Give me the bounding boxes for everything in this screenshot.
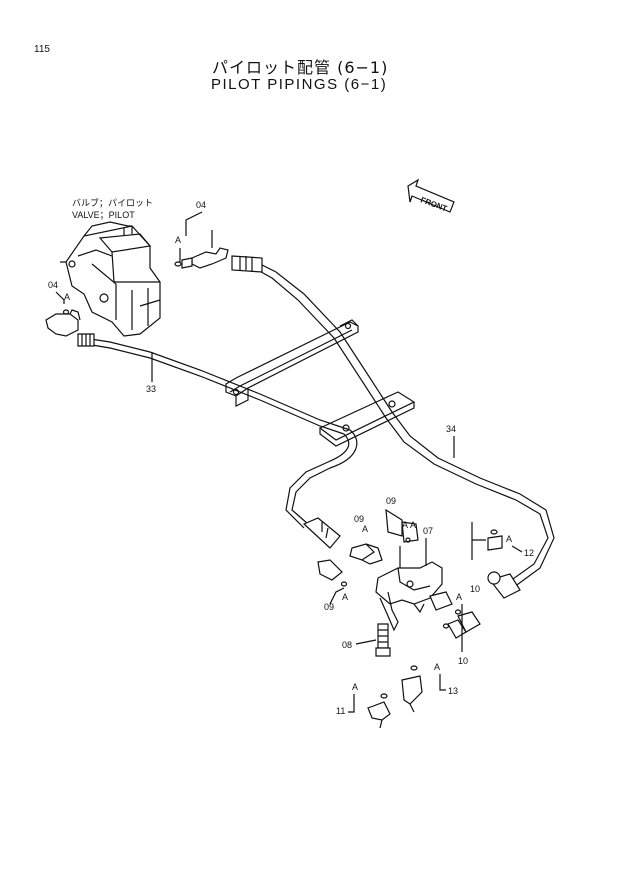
callout-08: 08 [342, 640, 352, 650]
callout-10-top: 10 [470, 584, 480, 594]
view-mark-a: A [402, 520, 408, 530]
callout-12: 12 [524, 548, 534, 558]
mounting-bracket [225, 319, 359, 407]
title-japanese: パイロット配管 (6−1) [212, 58, 389, 77]
view-mark-a: A [456, 592, 462, 602]
fitting-12 [471, 522, 503, 560]
fitting-11 [367, 693, 391, 729]
view-mark-a: A [362, 524, 368, 534]
callout-10-bottom: 10 [458, 656, 468, 666]
hose-clamp-plate [318, 391, 416, 447]
view-mark-a: A [410, 520, 416, 530]
page-number: 115 [34, 44, 50, 55]
callout-04-top: 04 [196, 200, 206, 210]
valve-pilot-label-en: VALVE；PILOT [72, 210, 135, 220]
fitting-10-a [447, 611, 481, 639]
view-mark-a: A [434, 662, 440, 672]
fitting-10-b [429, 591, 453, 611]
connector-09-b [385, 508, 419, 543]
valve-pilot-label-jp: バルブ；パイロット [72, 197, 153, 208]
view-mark-a: A [64, 292, 70, 302]
connector-09-a [349, 543, 383, 565]
view-mark-a: A [342, 592, 348, 602]
callout-33: 33 [146, 384, 156, 394]
hose-34 [231, 255, 555, 599]
callout-11: 11 [336, 706, 345, 716]
callout-09-bottom: 09 [324, 602, 334, 612]
callout-09-top: 09 [386, 496, 396, 506]
callout-04-left: 04 [48, 280, 58, 290]
callout-07: 07 [423, 526, 433, 536]
callout-09-mid: 09 [354, 514, 364, 524]
front-arrow-icon: FRONT [407, 178, 455, 213]
pilot-valve [60, 221, 161, 337]
bolt-08 [375, 623, 391, 657]
title-english: PILOT PIPINGS (6−1) [211, 76, 388, 93]
callout-34: 34 [446, 424, 456, 434]
view-mark-a: A [506, 534, 512, 544]
connector-09-c [317, 559, 348, 587]
hose-33 [77, 333, 358, 549]
pilot-block-07 [375, 561, 443, 632]
elbow-fitting-04-left [45, 309, 81, 337]
view-mark-a: A [352, 682, 358, 692]
callout-13: 13 [448, 686, 458, 696]
fitting-13 [401, 665, 423, 713]
elbow-fitting-04-top [181, 230, 229, 269]
view-mark-a: A [175, 235, 181, 245]
